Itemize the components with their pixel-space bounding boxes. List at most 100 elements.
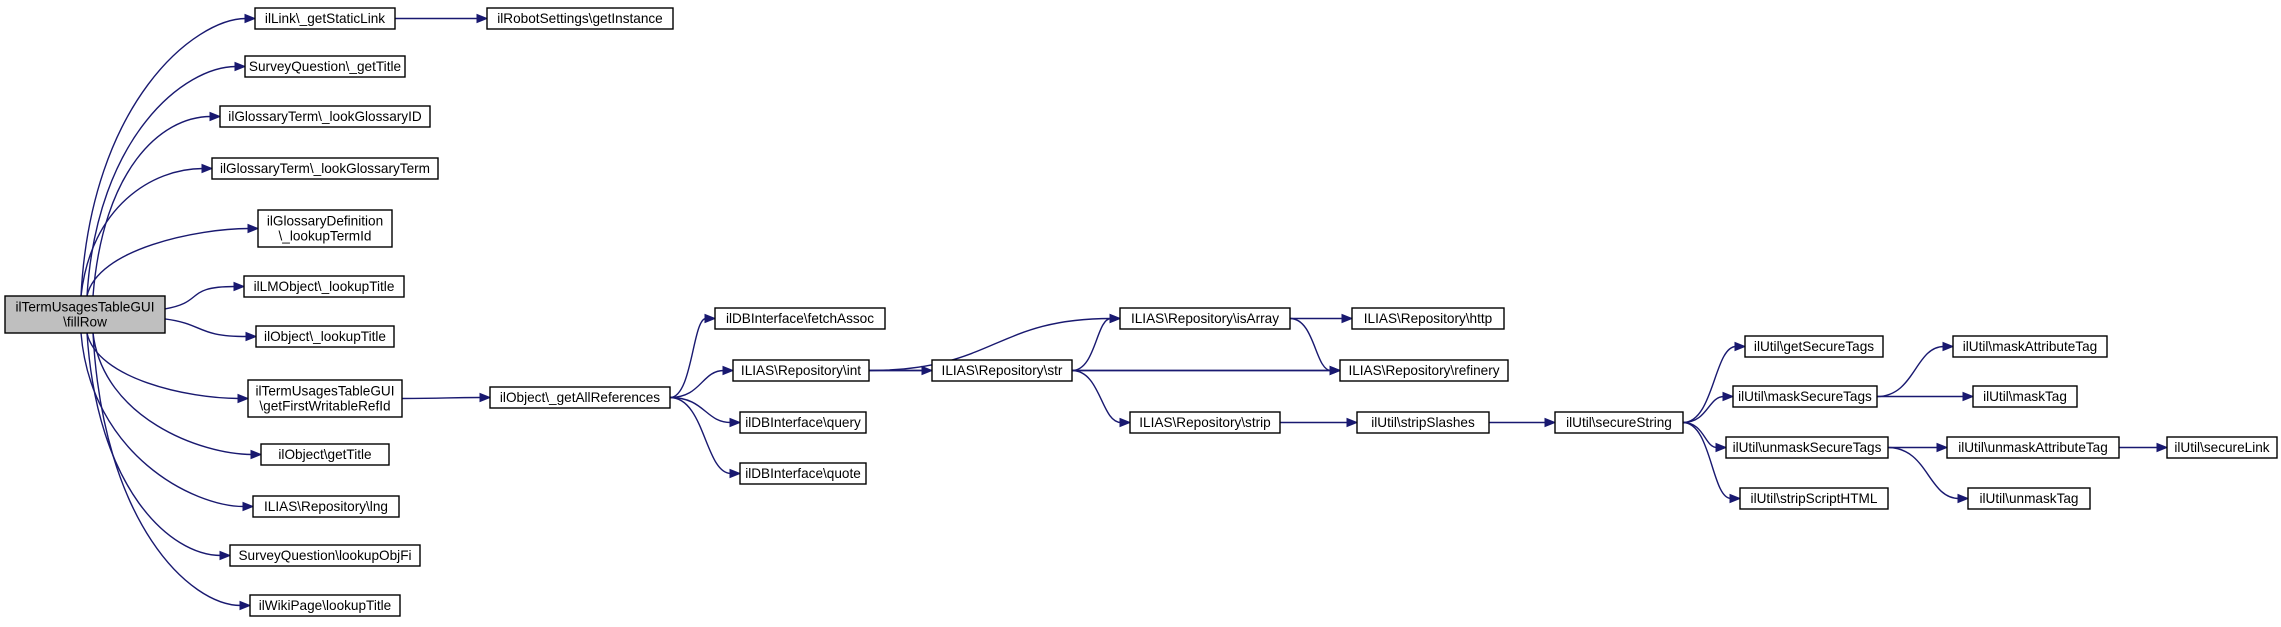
edge-secureString-to-getSecureTags	[1682, 345, 1737, 424]
node-unmaskSecureTags[interactable]: ilUtil\unmaskSecureTags	[1725, 436, 1889, 459]
arrowhead-unmaskAttributeTag	[1936, 442, 1949, 453]
node-root[interactable]: ilTermUsagesTableGUI\fillRow	[4, 295, 166, 334]
node-maskTag[interactable]: ilUtil\maskTag	[1972, 385, 2078, 408]
edge-repoStr-to-repoStrip	[1071, 369, 1122, 424]
arrowhead-getSecureTags	[1734, 341, 1747, 352]
node-label: ilDBInterface\quote	[745, 466, 861, 481]
node-label: ilGlossaryDefinition	[267, 214, 383, 229]
node-label: ilTermUsagesTableGUI	[15, 300, 154, 315]
node-getSecureTags[interactable]: ilUtil\getSecureTags	[1744, 335, 1884, 358]
edge-getAllReferences-to-fetchAssoc	[669, 317, 707, 399]
edge-repoInt-to-isArray	[868, 317, 1112, 372]
arrowhead-objLookupTitle	[245, 331, 258, 342]
node-box	[1725, 436, 1889, 459]
node-box	[2166, 436, 2278, 459]
arrowhead-refinery	[1329, 365, 1342, 376]
node-http[interactable]: ILIAS\Repository\http	[1351, 307, 1505, 330]
arrowhead-lng	[242, 501, 255, 512]
arrowhead-fetchAssoc	[704, 313, 717, 324]
node-secureLink[interactable]: ilUtil\secureLink	[2166, 436, 2278, 459]
node-wikiLookupTitle[interactable]: ilWikiPage\lookupTitle	[249, 594, 401, 617]
arrowhead-surveyGetTitle	[234, 61, 247, 72]
node-box	[247, 379, 403, 418]
node-getStaticLink[interactable]: ilLink\_getStaticLink	[254, 7, 396, 30]
node-box	[219, 105, 431, 128]
node-label: ilUtil\maskSecureTags	[1738, 389, 1872, 404]
arrowhead-repoStrip	[1119, 417, 1132, 428]
node-fetchAssoc[interactable]: ilDBInterface\fetchAssoc	[714, 307, 886, 330]
node-box	[1119, 307, 1291, 330]
edge-getAllReferences-to-repoInt	[669, 369, 725, 399]
node-objGetTitle[interactable]: ilObject\getTitle	[260, 443, 390, 466]
edge-getAllReferences-to-dbQuote	[669, 396, 732, 475]
node-box	[260, 443, 390, 466]
node-isArray[interactable]: ILIAS\Repository\isArray	[1119, 307, 1291, 330]
edge-root-to-lookGlossaryID	[92, 115, 212, 297]
node-lng[interactable]: ILIAS\Repository\lng	[252, 495, 400, 518]
arrowhead-repoInt	[722, 365, 735, 376]
node-label: ilRobotSettings\getInstance	[497, 11, 663, 26]
edge-unmaskSecureTags-to-unmaskTag	[1887, 446, 1960, 500]
node-repoStr[interactable]: ILIAS\Repository\str	[931, 359, 1073, 382]
node-lookupObjFi[interactable]: SurveyQuestion\lookupObjFi	[229, 544, 421, 567]
edge-root-to-wikiLookupTitle	[92, 332, 242, 607]
node-unmaskTag[interactable]: ilUtil\unmaskTag	[1967, 487, 2091, 510]
node-stripSlashes[interactable]: ilUtil\stripSlashes	[1356, 411, 1490, 434]
edge-root-to-lookupObjFi	[86, 332, 222, 557]
edge-root-to-getFirstWritable	[86, 332, 240, 400]
node-box	[257, 209, 393, 248]
node-label: \fillRow	[63, 315, 107, 330]
node-box	[229, 544, 421, 567]
node-label: ilObject\_getAllReferences	[500, 390, 660, 405]
arrowhead-stripSlashes	[1346, 417, 1359, 428]
arrowhead-secureString	[1544, 417, 1557, 428]
node-box	[244, 55, 406, 78]
edge-root-to-lmLookupTitle	[164, 285, 236, 310]
edge-root-to-lookGlossaryTerm	[80, 167, 204, 297]
node-box	[1351, 307, 1505, 330]
arrowhead-objGetTitle	[250, 449, 263, 460]
node-box	[1972, 385, 2078, 408]
arrowhead-maskTag	[1962, 391, 1975, 402]
node-refinery[interactable]: ILIAS\Repository\refinery	[1339, 359, 1509, 382]
node-robotGetInstance[interactable]: ilRobotSettings\getInstance	[486, 7, 674, 30]
node-getAllReferences[interactable]: ilObject\_getAllReferences	[489, 386, 671, 409]
node-label: ilUtil\stripScriptHTML	[1751, 491, 1878, 506]
node-unmaskAttributeTag[interactable]: ilUtil\unmaskAttributeTag	[1946, 436, 2120, 459]
node-label: ilUtil\stripSlashes	[1371, 415, 1475, 430]
node-label: ILIAS\Repository\lng	[264, 499, 388, 514]
node-lookupTermId[interactable]: ilGlossaryDefinition\_lookupTermId	[257, 209, 393, 248]
arrowhead-maskAttributeTag	[1942, 341, 1955, 352]
edge-root-to-lookupTermId	[86, 227, 250, 297]
node-label: \getFirstWritableRefId	[259, 399, 390, 414]
node-repoInt[interactable]: ILIAS\Repository\int	[732, 359, 870, 382]
node-surveyGetTitle[interactable]: SurveyQuestion\_getTitle	[244, 55, 406, 78]
node-lmLookupTitle[interactable]: ilLMObject\_lookupTitle	[243, 275, 405, 298]
node-label: ilObject\_lookupTitle	[264, 329, 386, 344]
node-label: SurveyQuestion\_getTitle	[249, 59, 401, 74]
arrowhead-maskSecureTags	[1722, 391, 1735, 402]
node-lookGlossaryID[interactable]: ilGlossaryTerm\_lookGlossaryID	[219, 105, 431, 128]
node-maskSecureTags[interactable]: ilUtil\maskSecureTags	[1732, 385, 1878, 408]
arrowhead-wikiLookupTitle	[239, 600, 252, 611]
edge-getFirstWritable-to-getAllReferences	[401, 396, 482, 400]
arrowhead-getFirstWritable	[237, 393, 250, 404]
arrowhead-dbQuote	[729, 468, 742, 479]
node-box	[4, 295, 166, 334]
node-box	[1554, 411, 1684, 434]
node-box	[255, 325, 395, 348]
node-box	[254, 7, 396, 30]
arrowhead-dbQuery	[729, 417, 742, 428]
node-stripScriptHTML[interactable]: ilUtil\stripScriptHTML	[1739, 487, 1889, 510]
node-maskAttributeTag[interactable]: ilUtil\maskAttributeTag	[1952, 335, 2108, 358]
edge-root-to-lng	[80, 332, 245, 508]
node-repoStrip[interactable]: ILIAS\Repository\strip	[1129, 411, 1281, 434]
node-secureString[interactable]: ilUtil\secureString	[1554, 411, 1684, 434]
node-dbQuery[interactable]: ilDBInterface\query	[739, 411, 867, 434]
node-getFirstWritable[interactable]: ilTermUsagesTableGUI\getFirstWritableRef…	[247, 379, 403, 418]
node-label: ILIAS\Repository\str	[942, 363, 1063, 378]
node-lookGlossaryTerm[interactable]: ilGlossaryTerm\_lookGlossaryTerm	[211, 157, 439, 180]
node-dbQuote[interactable]: ilDBInterface\quote	[739, 462, 867, 485]
nodes-layer: ilTermUsagesTableGUI\fillRow ilLink\_getS…	[4, 7, 2278, 617]
node-objLookupTitle[interactable]: ilObject\_lookupTitle	[255, 325, 395, 348]
